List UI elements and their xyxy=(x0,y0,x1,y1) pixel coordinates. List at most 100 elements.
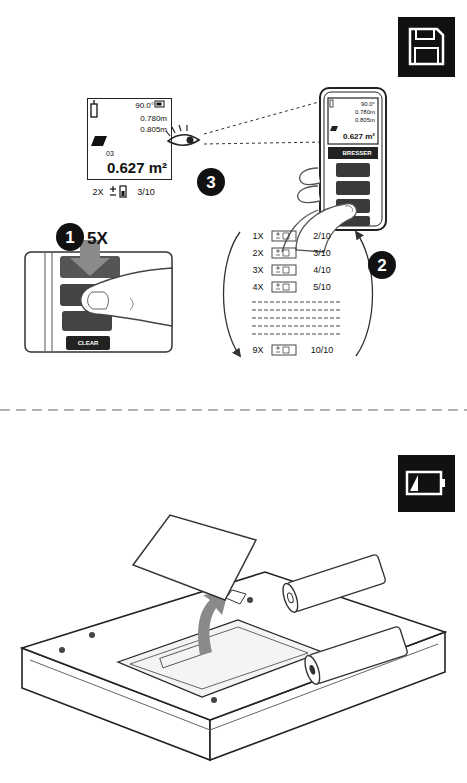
screen-icon xyxy=(91,104,97,117)
button-symbol xyxy=(110,194,116,195)
label-text: 5/10 xyxy=(313,283,331,292)
list-button xyxy=(276,346,289,353)
device-back xyxy=(211,697,217,703)
save-icon xyxy=(416,29,434,39)
label-text: 4/10 xyxy=(313,266,331,275)
battery xyxy=(280,554,386,614)
label-text: 9X xyxy=(252,346,263,355)
sight-line xyxy=(204,100,326,134)
callout-text: 3 xyxy=(206,174,215,191)
button-symbol xyxy=(122,191,125,196)
readout-text: 0.805m xyxy=(140,126,167,134)
label-text: 2X xyxy=(252,249,263,258)
button-symbol xyxy=(120,186,126,197)
device-back xyxy=(130,627,308,689)
separator xyxy=(0,410,467,411)
list-button xyxy=(272,345,296,355)
label-text: 10/10 xyxy=(311,346,334,355)
callout-text: 2 xyxy=(377,257,386,274)
cycle-arrow xyxy=(224,232,241,356)
device-back xyxy=(118,620,322,697)
save-icon xyxy=(415,48,438,64)
lift-arrow xyxy=(198,592,228,655)
battery xyxy=(302,626,408,686)
dash-row xyxy=(252,310,340,311)
eye xyxy=(166,125,199,145)
screen-icon xyxy=(91,100,164,146)
rangefinder-device xyxy=(336,163,370,177)
label-text: 2X xyxy=(92,188,103,197)
screen-icon xyxy=(157,103,162,106)
separator xyxy=(0,409,467,410)
label-text: 90.0° xyxy=(361,101,375,107)
button-press-figure xyxy=(45,253,46,351)
list-button xyxy=(272,231,296,241)
readout-text: 90.0° xyxy=(135,102,154,110)
screen-icon xyxy=(91,136,107,146)
dash-row xyxy=(252,334,340,335)
label-text: 3X xyxy=(252,266,263,275)
sight-line xyxy=(204,100,326,144)
callout-number: 1 xyxy=(56,223,84,251)
battery xyxy=(286,554,387,612)
display-screen: 90.0°0.780m0.805m030.627 m² xyxy=(87,98,172,180)
hand xyxy=(300,168,320,185)
battery-icon xyxy=(398,455,455,512)
save-icon xyxy=(398,17,455,77)
device-back xyxy=(89,632,95,638)
button-press-figure xyxy=(52,253,53,351)
battery-icon xyxy=(410,475,418,491)
battery xyxy=(280,582,301,614)
battery xyxy=(308,626,409,684)
battery xyxy=(308,664,316,675)
cycle-arrow xyxy=(356,232,373,356)
dash-row xyxy=(252,302,340,334)
rangefinder-device xyxy=(328,147,378,159)
dash-row xyxy=(252,318,340,319)
callout-number: 2 xyxy=(368,251,396,279)
device-back xyxy=(22,572,445,760)
save-icon xyxy=(410,29,443,64)
cycle-arrow xyxy=(224,232,373,356)
button-symbol xyxy=(112,186,113,192)
rangefinder-device xyxy=(328,98,378,144)
dash-row xyxy=(252,326,340,327)
eye xyxy=(168,135,199,146)
battery-cover xyxy=(226,590,246,604)
battery-icon xyxy=(407,472,441,494)
list-button xyxy=(272,265,296,275)
list-button xyxy=(276,232,289,239)
sight-line xyxy=(204,142,326,144)
button-press-figure xyxy=(66,336,110,350)
device-back xyxy=(247,597,253,603)
list-button xyxy=(276,249,289,256)
save-icon xyxy=(398,17,455,77)
dash-row xyxy=(252,302,340,303)
list-button xyxy=(272,231,296,355)
battery xyxy=(302,654,323,686)
label-text: CLEAR xyxy=(78,340,99,346)
list-button xyxy=(272,282,296,292)
button-press-figure xyxy=(130,298,133,310)
device-back xyxy=(22,572,445,720)
device-back xyxy=(59,647,65,653)
hand xyxy=(296,204,356,252)
lift-arrow xyxy=(198,592,228,655)
battery-cover xyxy=(133,515,256,604)
screen-icon xyxy=(155,101,164,107)
battery xyxy=(286,592,294,603)
label-text: 5X xyxy=(87,230,108,247)
rangefinder-device xyxy=(330,100,333,107)
button-press-figure xyxy=(88,292,109,309)
list-button xyxy=(276,283,289,290)
label-text: 0.805m xyxy=(355,117,375,123)
callout-number: 3 xyxy=(197,168,225,196)
list-button xyxy=(272,248,296,258)
list-button xyxy=(276,266,289,273)
eye xyxy=(166,125,187,136)
battery-cover xyxy=(133,515,256,600)
battery-icon xyxy=(441,479,445,487)
label-text: 3/10 xyxy=(137,188,155,197)
readout-text: 0.627 m² xyxy=(107,160,167,175)
